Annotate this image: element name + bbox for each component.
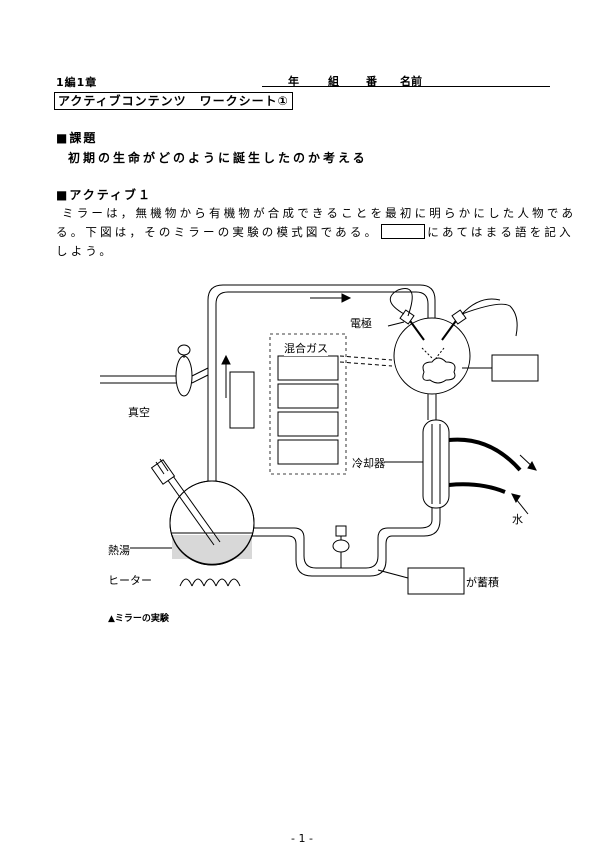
active1-line2b: にあてはまる語を記入 [427,225,574,239]
page-number: - 1 - [291,832,313,845]
label-vacuum: 真空 [128,406,150,419]
worksheet-title: アクティブコンテンツ ワークシート① [54,92,293,110]
active1-line2a: る。下図は，そのミラーの実験の模式図である。 [56,225,380,239]
active1-line3: しよう。 [56,244,115,258]
active1-line1: ミラーは，無機物から有機物が合成できることを最初に明らかにした人物であ [62,206,577,220]
gas-answer-box-4[interactable] [277,439,339,465]
answer-blank-inline[interactable] [381,224,426,239]
answer-box-right[interactable] [491,354,539,382]
label-mixed-gas: 混合ガス [284,340,328,356]
label-water: 水 [512,513,523,526]
label-accumulate: が蓄積 [466,576,499,589]
gas-answer-box-1[interactable] [277,355,339,381]
active1-line2: る。下図は，そのミラーの実験の模式図である。 にあてはまる語を記入 [56,223,571,242]
chapter-label: 1編1章 [56,76,98,89]
task-heading: ■課題 [56,131,98,145]
task-text: 初期の生命がどのように誕生したのか考える [68,151,368,165]
label-boiling-water: 熱湯 [108,544,130,557]
name-label: 名前 [400,75,422,88]
gas-answer-box-2[interactable] [277,383,339,409]
active1-body: ミラーは，無機物から有機物が合成できることを最初に明らかにした人物であ る。下図… [56,204,577,261]
label-heater: ヒーター [108,574,152,587]
answer-box-accumulate[interactable] [407,567,465,595]
label-cooler: 冷却器 [352,457,385,470]
figure-caption: ▲ミラーの実験 [108,614,169,624]
header-underline [262,86,550,87]
label-electrode: 電極 [350,317,372,330]
answer-box-vertical[interactable] [229,371,255,429]
gas-answer-box-3[interactable] [277,411,339,437]
number-label: 番 [366,75,377,88]
active1-heading: ■アクティブ１ [56,188,153,202]
class-label: 組 [328,75,339,88]
year-label: 年 [288,75,299,88]
